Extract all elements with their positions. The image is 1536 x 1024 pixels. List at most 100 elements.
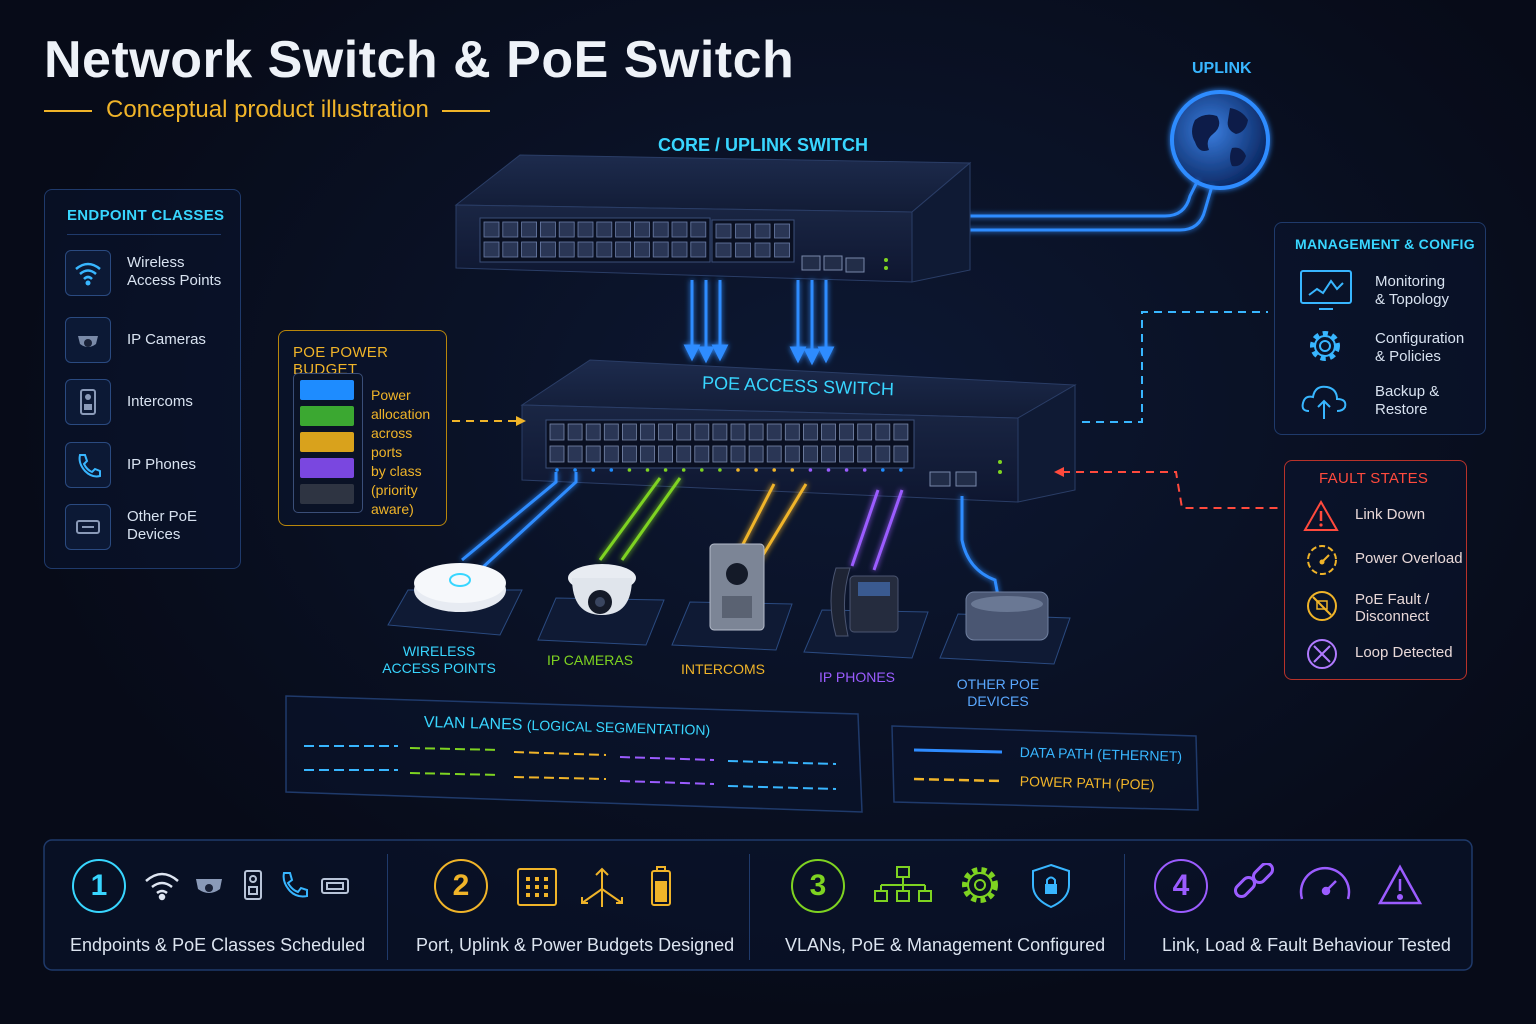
poe-switch-port	[821, 445, 836, 463]
poe-switch-port	[766, 445, 782, 463]
poe-switch-port	[748, 423, 764, 441]
gauge-icon	[1299, 866, 1351, 900]
fault-state-label: Power Overload	[1355, 550, 1463, 567]
poe-switch-port	[585, 445, 601, 463]
core-switch-port	[671, 241, 688, 258]
poe-switch-port	[875, 445, 891, 463]
core-switch-port	[735, 223, 751, 239]
port-led	[591, 468, 595, 472]
port-led	[663, 468, 668, 472]
intercom-device	[671, 543, 793, 651]
poe-switch-port	[784, 423, 800, 441]
device-label-intercoms: INTERCOMS	[681, 661, 765, 677]
intercom-icon	[244, 870, 262, 900]
step-label: Link, Load & Fault Behaviour Tested	[1162, 935, 1451, 955]
gauge-icon	[1305, 543, 1339, 582]
core-switch-port	[596, 221, 613, 238]
page-title: Network Switch & PoE Switch	[44, 31, 795, 89]
fault-states-title: FAULT STATES	[1319, 470, 1429, 487]
camera-icon	[65, 317, 111, 363]
step-1: 1 Endpoints & PoE Classes Scheduled	[70, 855, 380, 965]
dashed-connectors	[452, 311, 1278, 509]
management-label: Monitoring & Topology	[1375, 273, 1449, 308]
poe-switch-port	[893, 423, 909, 441]
core-switch-port	[652, 241, 669, 258]
port-led	[681, 468, 686, 472]
poe-switch-port	[622, 423, 637, 441]
step-4-icons	[1233, 863, 1423, 905]
core-switch-port	[540, 241, 556, 258]
fault-state-item: Link Down	[1303, 499, 1473, 535]
poe-switch-port	[839, 445, 854, 463]
core-switch-label: CORE / UPLINK SWITCH	[658, 135, 868, 155]
port-led	[718, 468, 722, 472]
core-switch-port	[596, 241, 613, 258]
poe-switch-port	[766, 423, 782, 441]
port-led	[844, 468, 849, 472]
battery-icon	[293, 373, 363, 513]
core-switch-port	[715, 223, 732, 239]
endpoint-class-item: Other PoE Devices	[65, 504, 245, 552]
endpoint-class-label: Wireless Access Points	[127, 254, 222, 289]
poe-switch-port	[784, 445, 800, 463]
wireless-access-point-device	[387, 563, 523, 636]
intercom-icon	[65, 379, 111, 425]
warning-icon	[1303, 499, 1339, 538]
core-switch-port	[502, 241, 519, 258]
core-to-access-links	[683, 280, 835, 366]
uplink-globe-icon	[1170, 90, 1270, 190]
subtitle-rule-right	[442, 110, 490, 112]
endpoint-class-item: Intercoms	[65, 379, 245, 427]
poe-switch-port	[857, 423, 873, 441]
core-switch-port	[690, 241, 707, 258]
management-label: Backup & Restore	[1375, 383, 1440, 418]
management-label: Configuration & Policies	[1375, 330, 1465, 365]
core-switch-port	[577, 241, 594, 258]
step-divider	[1124, 854, 1125, 960]
poe-switch-port	[567, 445, 583, 463]
vlan-hierarchy-icon	[874, 866, 932, 902]
vlan-lanes-panel	[285, 695, 863, 813]
core-switch-port	[774, 223, 790, 239]
poe-switch-port	[712, 445, 728, 463]
battery-icon	[651, 866, 671, 906]
fault-state-item: PoE Fault / Disconnect	[1303, 589, 1473, 625]
budget-bar	[300, 406, 354, 426]
port-led	[790, 468, 795, 472]
link-icon	[1233, 863, 1275, 899]
divider	[67, 234, 221, 235]
step-2-icons	[517, 866, 671, 907]
gear-icon	[1305, 326, 1345, 371]
camera-icon	[196, 879, 222, 893]
core-switch-port	[615, 221, 631, 238]
poe-switch-port	[821, 423, 836, 441]
core-switch-port	[521, 221, 537, 238]
step-1-icons	[145, 870, 349, 901]
poe-switch-port	[893, 445, 909, 463]
poe-switch-port	[694, 445, 710, 463]
subtitle-rule-left	[44, 110, 92, 112]
shield-lock-icon	[1032, 863, 1070, 909]
poe-switch-port	[839, 423, 854, 441]
core-switch-port	[715, 242, 732, 258]
management-config-panel: MANAGEMENT & CONFIG Monitoring & Topolog…	[1274, 222, 1486, 435]
port-led	[609, 468, 614, 472]
warning-icon	[1377, 864, 1423, 905]
poe-power-budget-panel: POE POWER BUDGET Power allocation across…	[278, 330, 447, 526]
cloud-upload-icon	[1299, 379, 1349, 426]
poe-switch-port	[676, 423, 692, 441]
core-switch	[454, 154, 972, 283]
core-switch-port	[634, 221, 650, 238]
poe-switch-port	[712, 423, 728, 441]
step-number: 3	[791, 859, 845, 913]
device-icon	[65, 504, 111, 550]
loop-icon	[1305, 637, 1339, 676]
step-2: 2 Port, Uplink & Power Budgets Designed	[416, 855, 736, 965]
poe-switch-port	[694, 423, 710, 441]
fault-state-label: Link Down	[1355, 506, 1426, 523]
core-switch-port	[540, 221, 556, 238]
endpoint-class-label: Other PoE Devices	[127, 508, 198, 543]
step-4: 4 Link, Load & Fault Behaviour Tested	[1154, 855, 1462, 965]
poe-switch-port	[603, 445, 619, 463]
budget-bar	[300, 380, 354, 400]
